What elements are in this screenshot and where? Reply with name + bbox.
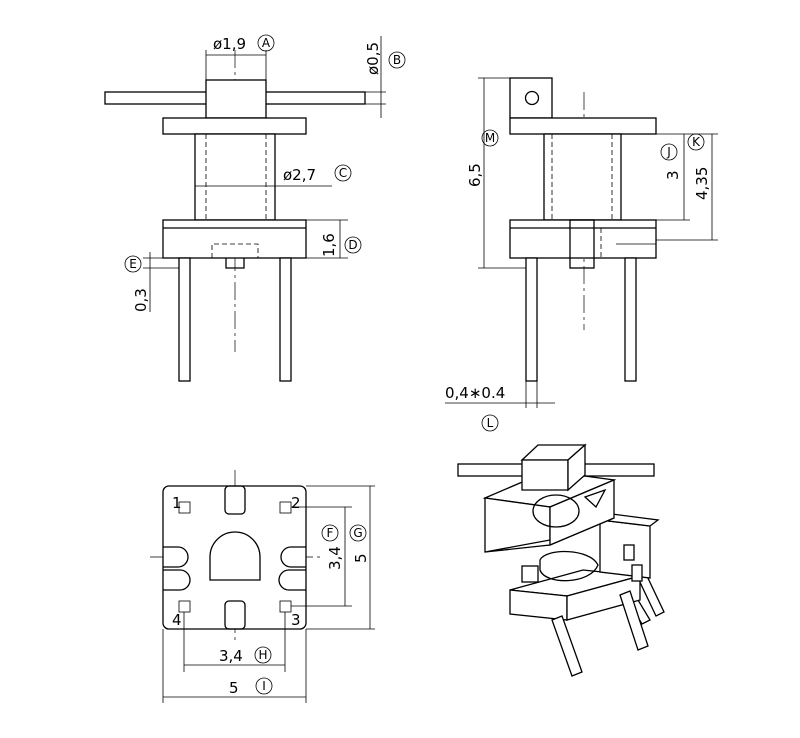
marker-m: M	[485, 131, 495, 145]
dim-g: 5 G	[306, 485, 375, 630]
dim-f-text: 3,4	[326, 546, 344, 570]
dim-a-text: ø1,9	[213, 35, 246, 53]
dim-d-text: 1,6	[320, 233, 338, 257]
dim-j-text: 3	[664, 170, 682, 180]
dim-b: ø0,5 B	[364, 36, 406, 118]
pin-1-label: 1	[172, 494, 182, 512]
marker-e: E	[129, 257, 137, 271]
dim-i-text: 5	[229, 679, 239, 697]
marker-c: C	[339, 166, 347, 180]
pin-4-label: 4	[172, 611, 182, 629]
marker-l: L	[487, 416, 494, 430]
dim-h-text: 3,4	[219, 647, 243, 665]
dim-d: 1,6 D	[306, 219, 362, 259]
isometric-view	[457, 443, 665, 677]
dim-i: 5 I	[162, 629, 307, 703]
dim-a: ø1,9 A	[205, 34, 275, 80]
dim-l: 0,4∗0.4 L	[445, 381, 555, 432]
dim-c: ø2,7 C	[195, 164, 352, 187]
dim-m-text: 6,5	[466, 163, 484, 187]
marker-d: D	[348, 238, 357, 252]
dim-e: 0,3 E	[124, 252, 179, 312]
bottom-view: 1 2 3 4	[150, 470, 322, 640]
dim-k-text: 4,35	[693, 167, 711, 200]
dim-c-text: ø2,7	[283, 166, 316, 184]
marker-a: A	[262, 36, 271, 50]
marker-j: J	[666, 145, 671, 159]
dim-l-text: 0,4∗0.4	[445, 384, 505, 402]
dim-h: 3,4 H	[183, 612, 286, 672]
dim-j: 3 J	[656, 133, 718, 221]
dim-e-text: 0,3	[132, 288, 150, 312]
dim-m: 6,5 M	[466, 77, 526, 269]
dim-b-text: ø0,5	[364, 42, 382, 75]
marker-i: I	[262, 679, 266, 693]
side-view	[509, 77, 657, 382]
dim-k: 4,35 K	[656, 133, 718, 241]
dim-g-text: 5	[352, 553, 370, 563]
pin-2-label: 2	[291, 494, 301, 512]
front-view	[104, 50, 366, 382]
pin-3-label: 3	[291, 611, 301, 629]
marker-g: G	[353, 526, 362, 540]
marker-k: K	[692, 135, 701, 149]
marker-h: H	[258, 648, 267, 662]
marker-f: F	[327, 526, 334, 540]
dim-f: 3,4 F	[291, 506, 352, 607]
marker-b: B	[393, 53, 401, 67]
